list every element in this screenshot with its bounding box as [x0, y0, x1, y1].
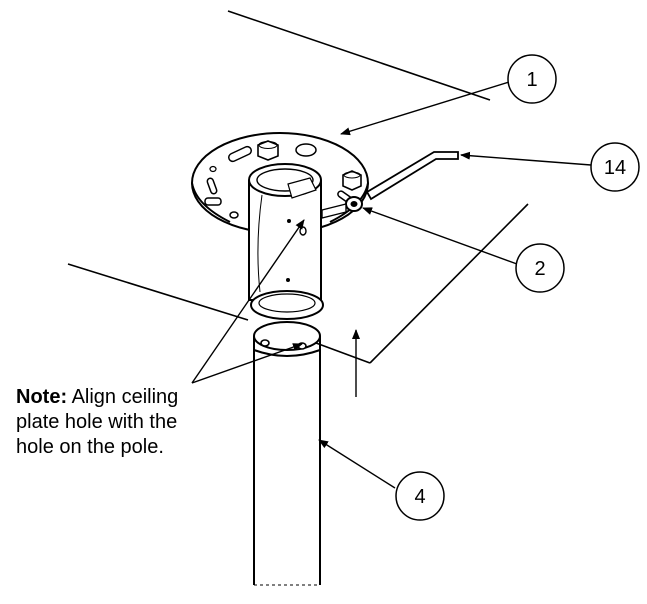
pole [253, 321, 321, 586]
note-text-1: Align ceiling [71, 386, 179, 408]
note-heading: Note: [16, 386, 68, 408]
leader-2 [362, 207, 518, 265]
callout-4: 4 [395, 471, 445, 521]
callout-2-label: 2 [534, 258, 545, 280]
hex-key [365, 151, 459, 201]
callout-14: 14 [590, 142, 640, 192]
upper-pipe [248, 163, 324, 320]
callout-14-label: 14 [604, 157, 626, 179]
note-leader-lower [191, 343, 303, 384]
note-line-2: plate hole with the [16, 411, 178, 433]
callout-4-label: 4 [414, 486, 425, 508]
leader-4 [318, 439, 396, 489]
note-line-1: Note: Align ceiling [16, 385, 216, 410]
note-line-3: hole on the pole. [16, 436, 164, 458]
note-leader-upper [191, 219, 305, 384]
ceiling-edge-right [369, 203, 529, 364]
alignment-note: Note: Align ceiling plate hole with the … [16, 385, 216, 460]
callout-2: 2 [515, 243, 565, 293]
callout-1-label: 1 [526, 69, 537, 91]
ceiling-edge-top [227, 10, 491, 101]
leader-1 [340, 81, 510, 136]
set-screw [321, 196, 363, 219]
ceiling-edge-bottom [315, 342, 371, 364]
ceiling-edge-left [67, 263, 249, 321]
callout-1: 1 [507, 54, 557, 104]
leader-14 [460, 151, 592, 166]
